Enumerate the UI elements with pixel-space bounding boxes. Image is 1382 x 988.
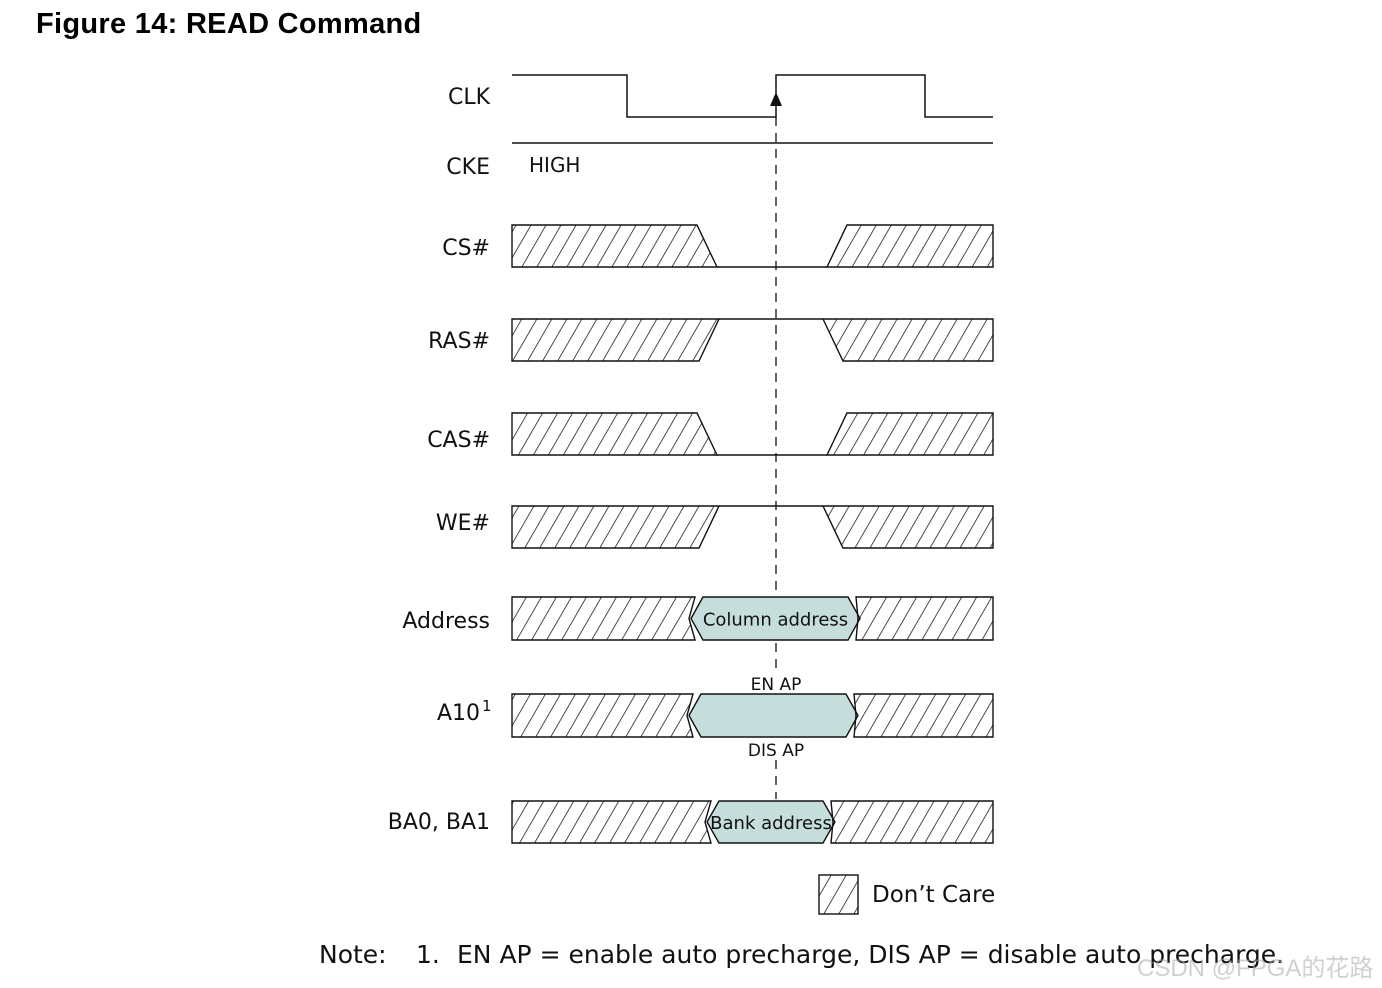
dont-care-right: [825, 412, 994, 456]
bus-above-a10: EN AP: [751, 675, 802, 695]
dont-care-left: [511, 693, 694, 738]
waveform-cs: [511, 224, 994, 268]
note-label: Note:: [319, 940, 387, 969]
dont-care-left: [511, 412, 719, 456]
legend-swatch: [818, 874, 859, 915]
figure-title: Figure 14: READ Command: [36, 8, 422, 40]
bus-value-ba: Bank address: [710, 813, 832, 834]
rising-edge-arrow: [770, 92, 782, 106]
signal-label-clk: CLK: [448, 85, 491, 110]
dont-care-left: [511, 800, 712, 844]
signal-label-cs: CS#: [442, 236, 490, 261]
signal-label-we: WE#: [436, 511, 490, 536]
bus-valid-window: [688, 693, 859, 738]
dont-care-right: [855, 596, 994, 641]
dont-care-right: [825, 224, 994, 268]
dont-care-left: [511, 505, 721, 549]
signal-label-a10-superscript: 1: [482, 697, 492, 715]
signal-label-a10: A10: [437, 701, 480, 726]
waveform-clk: [512, 74, 993, 118]
signal-label-cas: CAS#: [427, 428, 490, 453]
dont-care-right: [821, 318, 994, 362]
waveform-we: [511, 505, 994, 549]
dont-care-right: [830, 800, 994, 844]
waveform-ras: [511, 318, 994, 362]
waveform-ba: Bank address: [511, 800, 994, 844]
legend-dont-care-label: Don’t Care: [872, 882, 995, 908]
bus-value-address: Column address: [703, 610, 848, 631]
note-text: EN AP = enable auto precharge, DIS AP = …: [457, 940, 1285, 969]
signal-label-ras: RAS#: [428, 329, 490, 354]
cke-level-label: HIGH: [529, 153, 580, 177]
waveform-cke: HIGH: [512, 142, 993, 177]
note-number: 1.: [416, 940, 440, 969]
watermark: CSDN @FPGA的花路: [1137, 955, 1374, 982]
signal-label-address: Address: [402, 609, 490, 634]
dont-care-right: [821, 505, 994, 549]
dont-care-left: [511, 596, 696, 641]
signal-label-cke: CKE: [446, 155, 490, 180]
waveform-cas: [511, 412, 994, 456]
waveform-a10: EN AP DIS AP: [511, 675, 994, 761]
dont-care-left: [511, 318, 721, 362]
waveform-address: Column address: [511, 596, 994, 641]
bus-below-a10: DIS AP: [748, 741, 804, 761]
dont-care-left: [511, 224, 719, 268]
dont-care-right: [853, 693, 994, 738]
clock-trace: [512, 74, 993, 118]
signal-label-ba: BA0, BA1: [388, 810, 490, 835]
